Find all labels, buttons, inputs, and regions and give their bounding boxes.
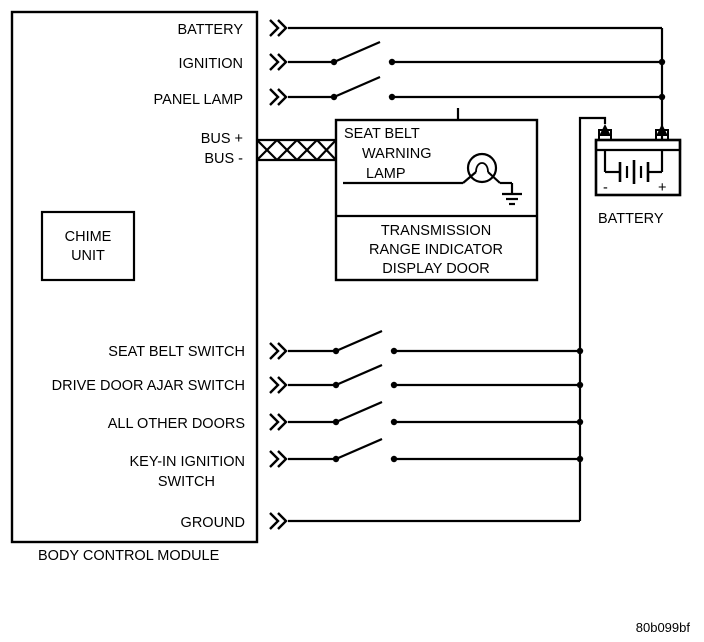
node-ignition-b (388, 58, 396, 66)
display-door-box (334, 118, 539, 282)
label-ground: GROUND (181, 515, 245, 531)
bus-twisted-pair (256, 138, 337, 162)
node-drive-door-a (332, 381, 340, 389)
chime-label-1: CHIME (65, 229, 112, 245)
connector-ground (269, 512, 288, 530)
node-panel-lamp-c (658, 93, 666, 101)
connector-battery (269, 19, 288, 37)
node-drive-door-c (576, 381, 584, 389)
transmission-label-3: DISPLAY DOOR (382, 261, 489, 277)
node-key-in-a (332, 455, 340, 463)
lamp-label-2: WARNING (362, 146, 432, 162)
bcm-title: BODY CONTROL MODULE (38, 548, 220, 564)
battery-plus-sign: + (658, 180, 666, 196)
switch-ignition-blade (333, 40, 381, 64)
label-seat-belt-switch: SEAT BELT SWITCH (108, 344, 245, 360)
warning-lamp-bulb-icon (343, 152, 512, 185)
connector-key-in (269, 450, 288, 468)
node-seat-belt-c (576, 347, 584, 355)
battery-label: BATTERY (598, 211, 664, 227)
connector-ignition (269, 53, 288, 71)
label-panel-lamp: PANEL LAMP (154, 92, 243, 108)
label-bus-minus: BUS - (204, 151, 243, 167)
connector-panel-lamp (269, 88, 288, 106)
switch-other-doors-blade (335, 400, 383, 424)
node-other-doors-b (390, 418, 398, 426)
node-ignition-c (658, 58, 666, 66)
lamp-label-3: LAMP (366, 166, 406, 182)
connector-seat-belt-switch (269, 342, 288, 360)
switch-drive-door-blade (335, 363, 383, 387)
figure-id: 80b099bf (636, 620, 691, 635)
label-key-in-ignition-2: SWITCH (158, 474, 215, 490)
node-other-doors-a (332, 418, 340, 426)
connector-all-other-doors (269, 413, 288, 431)
label-all-other-doors: ALL OTHER DOORS (108, 416, 245, 432)
connector-drive-door (269, 376, 288, 394)
label-key-in-ignition-1: KEY-IN IGNITION (130, 454, 245, 470)
body-control-module-box (10, 10, 259, 544)
wire-battery-negative (578, 116, 607, 521)
node-seat-belt-a (332, 347, 340, 355)
node-drive-door-b (390, 381, 398, 389)
node-key-in-b (390, 455, 398, 463)
battery-symbol-icon (594, 124, 682, 197)
label-battery: BATTERY (177, 22, 243, 38)
chime-label-2: UNIT (71, 248, 105, 264)
node-panel-lamp-b (388, 93, 396, 101)
node-key-in-c (576, 455, 584, 463)
transmission-label-1: TRANSMISSION (381, 223, 491, 239)
switch-panel-lamp-blade (333, 75, 381, 99)
lamp-label-1: SEAT BELT (344, 126, 420, 142)
node-other-doors-c (576, 418, 584, 426)
ground-symbol-icon (502, 183, 522, 206)
label-bus-plus: BUS + (201, 131, 243, 147)
node-ignition-a (330, 58, 338, 66)
transmission-label-2: RANGE INDICATOR (369, 242, 503, 258)
switch-seat-belt-blade (335, 329, 383, 353)
switch-key-in-blade (335, 437, 383, 461)
node-panel-lamp-a (330, 93, 338, 101)
label-ignition: IGNITION (179, 56, 243, 72)
label-drive-door-ajar-switch: DRIVE DOOR AJAR SWITCH (52, 378, 245, 394)
chime-unit-box (40, 210, 136, 282)
battery-minus-sign: - (603, 180, 608, 196)
node-seat-belt-b (390, 347, 398, 355)
